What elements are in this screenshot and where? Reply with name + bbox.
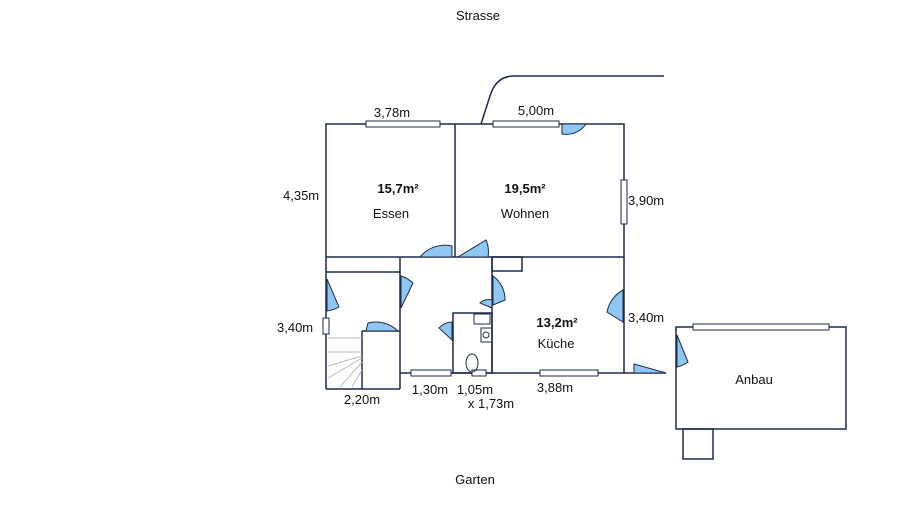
- garden-label: Garten: [455, 472, 495, 487]
- room-essen-name: Essen: [372, 206, 410, 221]
- bath-fixtures: [465, 313, 493, 373]
- window-hall-bottom: [410, 369, 452, 377]
- dim-kitchen-height: 3,40m: [628, 310, 665, 325]
- room-wohnen-name: Wohnen: [500, 206, 550, 221]
- door-hall-left: [400, 275, 414, 309]
- window-bath-bottom: [471, 369, 487, 377]
- dim-stair-height: 3,40m: [277, 320, 314, 335]
- room-kueche-name: Küche: [537, 336, 575, 351]
- stair-lines: [327, 337, 363, 388]
- window-essen-top: [365, 120, 441, 128]
- sink: [473, 313, 491, 325]
- dim-bath-size-2: x 1,73m: [467, 396, 515, 411]
- door-stair-left: [326, 278, 340, 312]
- street-label: Strasse: [455, 8, 501, 23]
- wall-outer-top-block: [325, 123, 625, 258]
- window-wohnen-right: [620, 179, 628, 225]
- window-stair-left: [322, 317, 330, 335]
- door-wohnen-top: [561, 123, 587, 135]
- room-anbau-name: Anbau: [735, 372, 773, 387]
- door-wohnen-bottom: [456, 239, 489, 258]
- door-stair-right: [365, 321, 400, 332]
- anbau-annex: [682, 428, 714, 460]
- doors: [326, 123, 689, 374]
- room-wohnen-area: 19,5m²: [504, 181, 546, 196]
- shower-tray: [480, 327, 493, 343]
- dim-stair-width: 2,20m: [343, 392, 381, 407]
- kitchen-niche: [491, 256, 523, 272]
- door-anbau: [676, 334, 689, 368]
- dim-bath-size-1: 1,05m: [456, 382, 494, 397]
- dim-kitchen-width: 3,88m: [536, 380, 574, 395]
- dim-essen-width: 3,78m: [373, 105, 411, 120]
- windows: [322, 120, 830, 377]
- room-essen-area: 15,7m²: [377, 181, 419, 196]
- door-essen-bottom: [418, 244, 453, 258]
- door-bath-right: [479, 299, 493, 309]
- bath-room: [452, 312, 493, 374]
- dim-left-height: 4,35m: [283, 188, 320, 203]
- shower-drain: [482, 331, 490, 339]
- dim-right-height: 3,90m: [628, 193, 665, 208]
- room-kueche-area: 13,2m²: [536, 315, 578, 330]
- door-bath-left: [438, 321, 453, 342]
- window-anbau-top: [692, 323, 830, 331]
- dim-wohnen-width: 5,00m: [517, 103, 555, 118]
- window-kitchen-bottom: [539, 369, 599, 377]
- toilet: [465, 353, 479, 373]
- door-kitchen-left: [492, 275, 506, 306]
- door-kitchen-right: [606, 289, 624, 323]
- door-terrace: [633, 363, 667, 374]
- window-wohnen-top: [492, 120, 560, 128]
- dim-hall-width: 1,30m: [411, 382, 449, 397]
- street-curve: [480, 75, 664, 125]
